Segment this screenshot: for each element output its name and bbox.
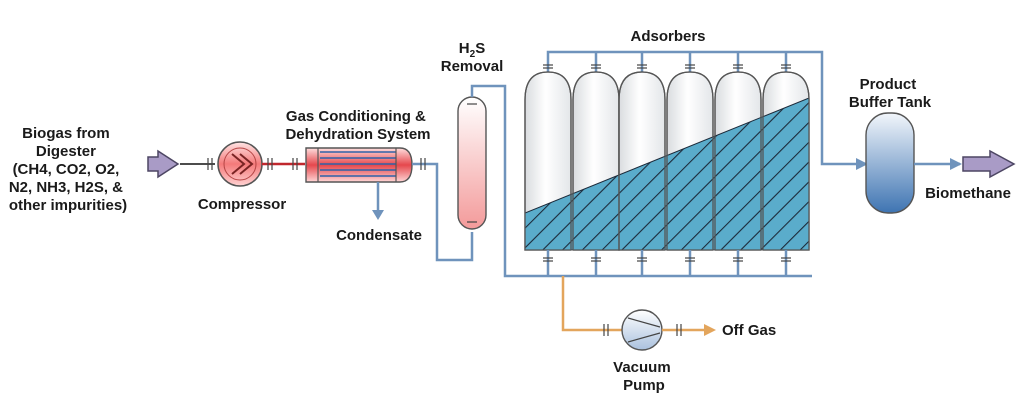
vacuum-pump-label: Vacuum Pump — [613, 359, 675, 394]
vacuum-inlet-flange — [603, 324, 609, 336]
adsorber-bottom-branches — [546, 250, 788, 276]
compressor-chevron-icon — [231, 153, 254, 175]
compressor — [217, 141, 263, 187]
gas-conditioning-exchanger — [305, 147, 413, 183]
biogas-inlet-arrow — [147, 149, 180, 179]
removal-label: Removal — [441, 58, 504, 75]
buffer-inlet-arrow-icon — [856, 158, 868, 170]
condensate-arrow-icon — [372, 210, 384, 220]
adsorber-top-flanges — [543, 64, 791, 69]
exchanger-to-h2s-pipe — [412, 162, 474, 262]
biogas-label: Biogas from Digester (CH4, CO2, O2, N2, … — [9, 125, 127, 214]
compressor-label: Compressor — [198, 196, 287, 213]
off-gas-arrow-icon — [704, 324, 716, 336]
h2s-outlet-pipe — [470, 84, 812, 278]
buffer-outlet-arrow-icon — [950, 158, 962, 170]
vacuum-outlet-flange — [676, 324, 682, 336]
off-gas-label: Off Gas — [722, 322, 776, 339]
condensate-label: Condensate — [336, 227, 422, 244]
vacuum-line — [561, 276, 622, 332]
vacuum-pump — [621, 309, 663, 351]
product-buffer-tank — [865, 112, 915, 214]
inlet-flange — [207, 158, 213, 170]
exchanger-tubes — [320, 151, 396, 177]
adsorbers-label: Adsorbers — [630, 28, 705, 45]
compressor-outlet-flanges — [267, 158, 298, 170]
biomethane-outlet-arrow — [962, 149, 1016, 179]
adsorber-column-outlines — [524, 71, 810, 251]
adsorber-top-branches — [594, 52, 788, 72]
h2s-label: H2S — [459, 40, 485, 60]
exchanger-outlet-flange — [420, 158, 426, 170]
adsorber-bottom-flanges — [543, 257, 791, 262]
product-buffer-tank-label: Product Buffer Tank — [849, 76, 932, 111]
adsorber-top-header — [546, 50, 866, 166]
gas-conditioning-label: Gas Conditioning & Dehydration System — [285, 108, 430, 143]
biomethane-label: Biomethane — [925, 185, 1011, 202]
h2s-removal-vessel — [457, 89, 487, 230]
